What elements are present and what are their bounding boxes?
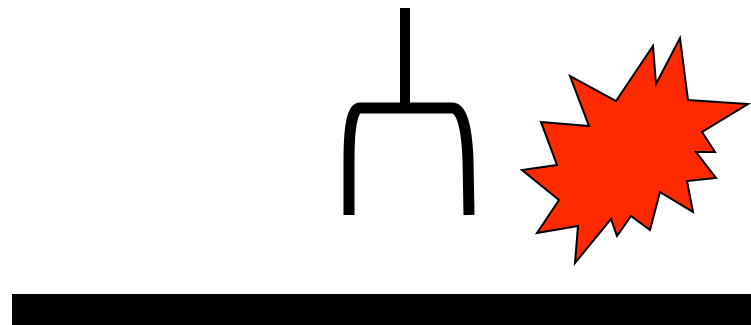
floor-bar [12, 294, 751, 325]
